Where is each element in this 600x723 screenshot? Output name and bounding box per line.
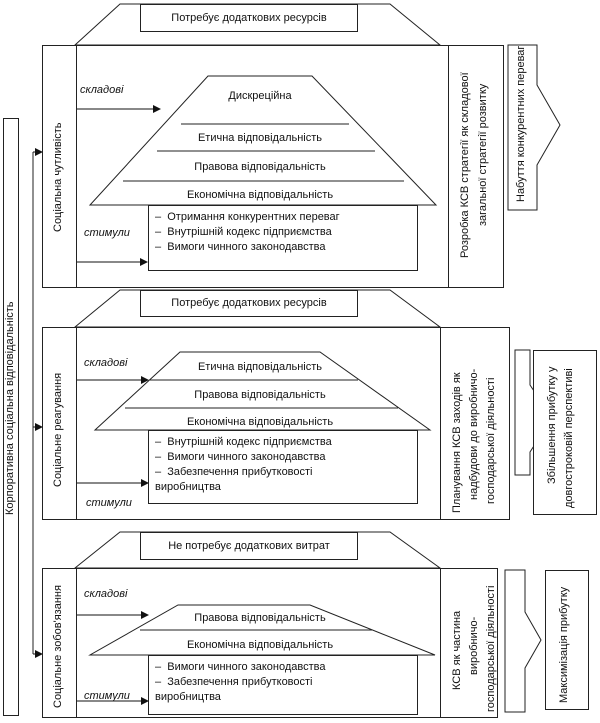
level-1-strategy-line-2: загальної стратегії розвитку xyxy=(477,83,489,226)
level-1-pyramid-tier-2: Етична відповідальність xyxy=(197,132,323,144)
level-3-strategy-column xyxy=(440,568,498,718)
main-csr-label: Корпоративна соціальна відповідальність xyxy=(4,301,16,515)
level-2-pyramid-tier-2: Правова відповідальність xyxy=(194,389,326,401)
level-1-strategy-line-1: Розробка КСВ стратегії як складової xyxy=(459,72,471,258)
level-2-stimulus-label: стимули xyxy=(86,497,132,509)
level-2-composition-label: складові xyxy=(84,357,128,369)
level-2-result-box xyxy=(533,350,597,515)
level-1-header-box xyxy=(140,4,358,32)
level-3-pyramid-tier-1: Правова відповідальність xyxy=(194,612,326,624)
pentagon-1 xyxy=(507,44,561,211)
level-2-header-box xyxy=(140,290,358,317)
level-2-pyramid-tier-3: Економічна відповідальність xyxy=(186,416,334,428)
level-2-name-column xyxy=(42,327,77,520)
level-2-stimuli-box xyxy=(148,430,418,504)
level-3-name-column xyxy=(42,568,77,718)
stimulus-item: – Вимоги чинного законодавства xyxy=(155,451,326,463)
level-3-stimuli-box xyxy=(148,655,418,715)
pentagon-3 xyxy=(504,569,542,713)
main-csr-box xyxy=(3,118,19,716)
level-2-result-line-1: Збільшення прибутку у xyxy=(546,366,558,484)
stimulus-item: – Вимоги чинного законодавства xyxy=(155,241,326,253)
level-2-strategy-column xyxy=(440,327,510,520)
level-1-pyramid-tier-3: Правова відповідальність xyxy=(194,161,326,173)
level-3-composition-label: складові xyxy=(84,588,128,600)
level-2-result-line-2: довгостроковій перспективі xyxy=(563,368,575,508)
level-2-name: Соціальне реагування xyxy=(52,372,64,487)
level-1-pyramid-tier-1: Дискреційна xyxy=(228,90,292,102)
level-3-header: Не потребує додаткових витрат xyxy=(168,540,330,552)
stimulus-item-continued: виробництва xyxy=(155,481,221,493)
level-3-pyramid-tier-2: Економічна відповідальність xyxy=(186,639,334,651)
level-1-stimuli-box xyxy=(148,205,418,271)
level-3-result-box xyxy=(545,570,589,710)
level-1-composition-label: складові xyxy=(80,84,124,96)
level-3-strategy-line-1: КСВ як частина xyxy=(451,610,463,690)
level-2-strategy-line-2: надбудови до виробничо- xyxy=(468,368,480,500)
stimulus-item: – Внутрішній кодекс підприємства xyxy=(155,436,332,448)
level-3-result: Максимізація прибутку xyxy=(558,586,570,703)
stimulus-item: – Отримання конкурентних переваг xyxy=(155,211,340,223)
level-1-stimuli-list: – Отримання конкурентних переваг – Внутр… xyxy=(155,210,340,255)
level-1-strategy-column xyxy=(448,45,504,288)
level-1-header: Потребує додаткових ресурсів xyxy=(171,12,327,24)
level-2-header: Потребує додаткових ресурсів xyxy=(171,297,327,309)
level-3-stimuli-list: – Вимоги чинного законодавства – Забезпе… xyxy=(155,660,326,705)
stimulus-item: – Вимоги чинного законодавства xyxy=(155,661,326,673)
level-2-strategy-line-1: Планування КСВ заходів як xyxy=(451,372,463,513)
level-1-name-column xyxy=(42,45,77,288)
level-3-strategy-line-2: виробничо- xyxy=(468,616,480,675)
level-1-stimulus-label: стимули xyxy=(84,227,130,239)
stimulus-item: – Забезпечення прибутковості xyxy=(155,676,313,688)
stimulus-item: – Внутрішній кодекс підприємства xyxy=(155,226,332,238)
pyramid-2 xyxy=(93,351,432,431)
level-1-pyramid-tier-4: Економічна відповідальність xyxy=(186,189,334,201)
pyramid-1 xyxy=(88,75,438,206)
level-2-stimuli-list: – Внутрішній кодекс підприємства – Вимог… xyxy=(155,435,332,495)
level-1-name: Соціальна чутливість xyxy=(52,122,64,232)
level-3-name: Соціальне зобов'язання xyxy=(52,585,64,708)
level-2-pyramid-tier-1: Етична відповідальність xyxy=(197,361,323,373)
stimulus-item: – Забезпечення прибутковості xyxy=(155,466,313,478)
level-1-result: Набуття конкурентних переваг xyxy=(515,45,527,202)
stimulus-item-continued: виробництва xyxy=(155,691,221,703)
level-3-header-box xyxy=(140,532,358,560)
level-3-strategy-line-3: господарської діяльності xyxy=(485,585,497,712)
level-2-strategy-line-3: господарської діяльності xyxy=(485,377,497,504)
level-3-stimulus-label: стимули xyxy=(84,690,130,702)
